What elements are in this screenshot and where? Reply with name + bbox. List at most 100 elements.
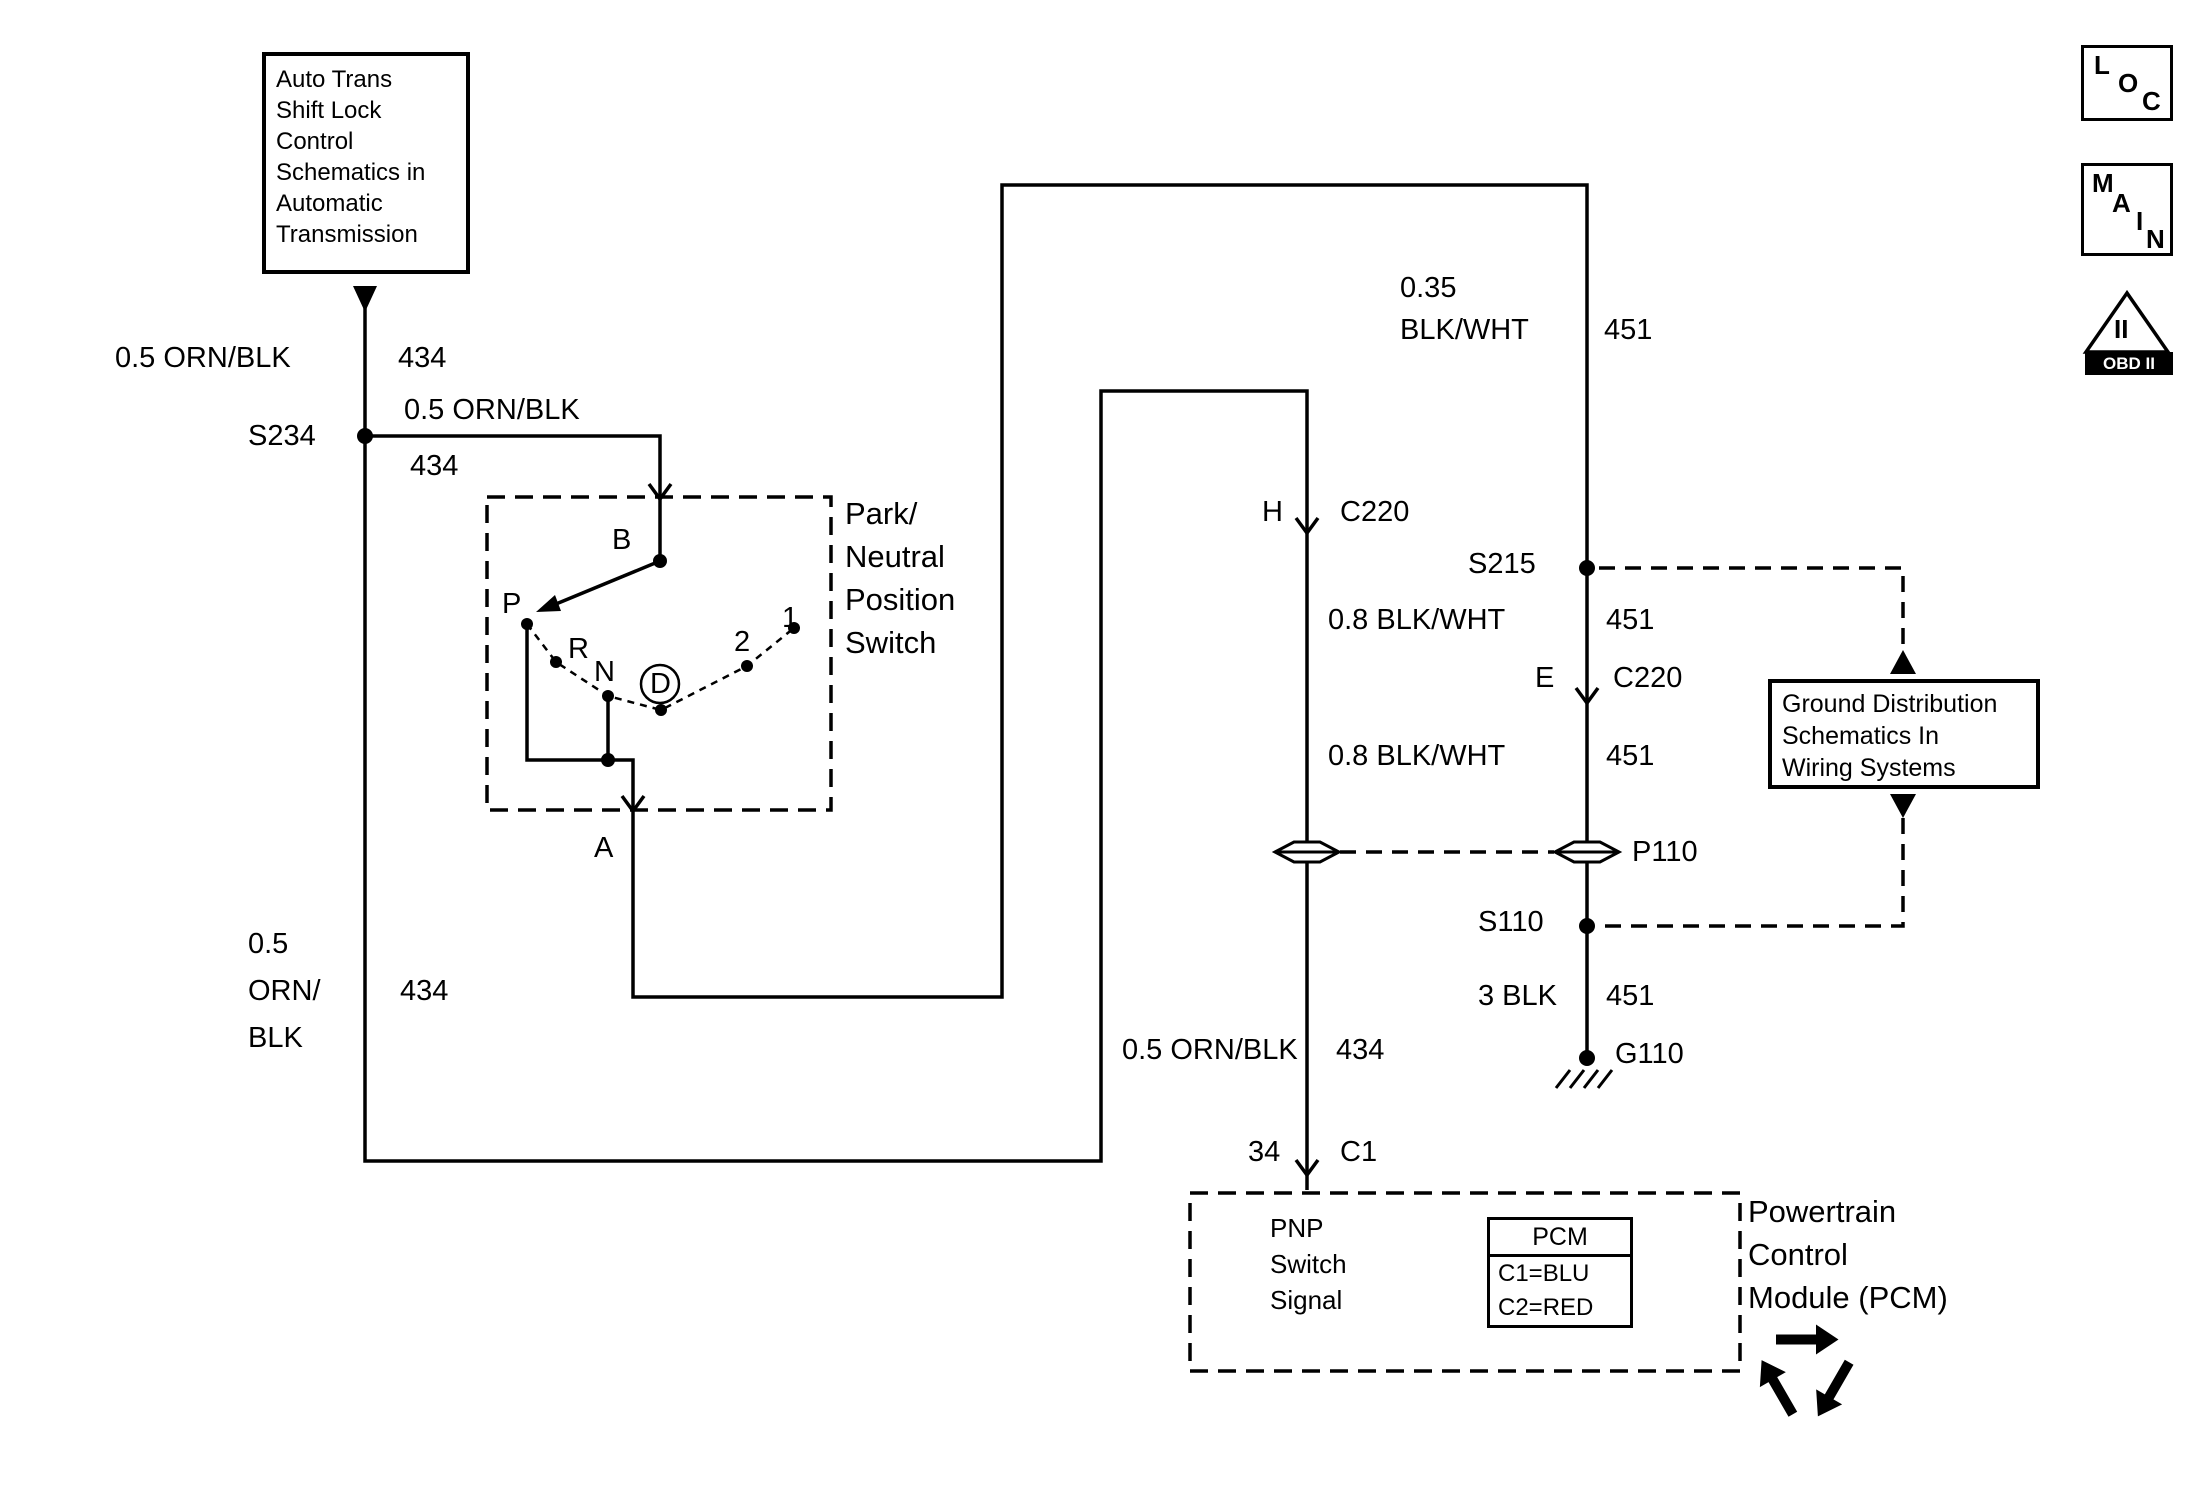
wire-circuit-ground-top: 451 bbox=[1604, 314, 1653, 346]
contact-dot-d bbox=[655, 704, 667, 716]
ground-symbol-g110 bbox=[1554, 1069, 1614, 1089]
chevron-switch-out-a bbox=[620, 794, 646, 814]
wire-spec-ground-top-1: 0.35 bbox=[1400, 272, 1457, 304]
loc-letter: C bbox=[2142, 86, 2161, 116]
switch-position-d: D bbox=[650, 668, 671, 700]
wire-circuit-left-drop: 434 bbox=[400, 975, 449, 1007]
wire-spec-left-drop-1: 0.5 bbox=[248, 928, 289, 960]
switch-junction-dot bbox=[601, 753, 615, 767]
wire-spec-branch: 0.5 ORN/BLK bbox=[404, 394, 580, 426]
splice-label-s234: S234 bbox=[248, 420, 316, 452]
switch-position-r: R bbox=[568, 633, 589, 665]
connector-pin-34: 34 bbox=[1248, 1136, 1281, 1168]
connector-id-c220-e: C220 bbox=[1613, 662, 1683, 694]
main-letter: I bbox=[2136, 206, 2144, 236]
main-letter: M bbox=[2092, 168, 2114, 198]
wire-orn-blk-434-switch-feed bbox=[365, 434, 662, 561]
wire-spec-left-drop-3: BLK bbox=[248, 1022, 303, 1054]
ref-line: Control bbox=[276, 128, 354, 155]
wire-circuit-ground-mid1: 451 bbox=[1606, 604, 1655, 636]
connector-id-c220-h: C220 bbox=[1340, 496, 1410, 528]
pnp-switch-title: Park/ Neutral Position Switch bbox=[845, 492, 955, 664]
wire-spec-ground-bottom: 3 BLK bbox=[1478, 980, 1557, 1012]
pcm-title-line: Powertrain bbox=[1748, 1194, 1897, 1229]
wire-circuit-shiftlock: 434 bbox=[398, 342, 447, 374]
esd-symbol bbox=[1759, 1324, 1854, 1417]
ref-line: Schematics In bbox=[1782, 722, 1940, 750]
splice-dot-s215 bbox=[1579, 560, 1595, 576]
wire-circuit-pnp-signal: 434 bbox=[1336, 1034, 1385, 1066]
wire-spec-ground-mid2: 0.8 BLK/WHT bbox=[1328, 740, 1506, 772]
wire-circuit-branch: 434 bbox=[410, 450, 459, 482]
chevron-c220-e bbox=[1574, 686, 1600, 706]
pcm-legend-header: PCM bbox=[1490, 1220, 1630, 1257]
wire-circuit-ground-mid2: 451 bbox=[1606, 740, 1655, 772]
ground-dot-g110 bbox=[1579, 1050, 1595, 1066]
selected-position-ring bbox=[639, 663, 681, 705]
ref-line: Ground Distribution bbox=[1782, 690, 1998, 718]
ref-line: Transmission bbox=[276, 221, 418, 248]
loc-letter: L bbox=[2094, 50, 2110, 80]
contact-dot-n bbox=[602, 690, 614, 702]
pnp-switch-title-line: Park/ bbox=[845, 496, 918, 531]
main-tab: M A I N bbox=[2081, 163, 2173, 256]
contact-dot-b bbox=[653, 554, 667, 568]
dash-ground-dist-to-s110 bbox=[1599, 818, 1905, 928]
wire-spec-ground-mid1: 0.8 BLK/WHT bbox=[1328, 604, 1506, 636]
splice-dot-s234 bbox=[357, 428, 373, 444]
switch-common-label-b: B bbox=[612, 524, 632, 556]
arrow-to-ground-dist bbox=[1890, 650, 1916, 674]
pnp-switch-title-line: Neutral bbox=[845, 539, 945, 574]
ref-line: Automatic bbox=[276, 190, 383, 217]
esd-arrow-2 bbox=[1816, 1359, 1854, 1417]
wire-switch-wiper bbox=[555, 559, 661, 606]
ref-line: Wiring Systems bbox=[1782, 754, 1956, 782]
pcm-legend-row: C2=RED bbox=[1498, 1294, 1594, 1321]
wire-spec-shiftlock: 0.5 ORN/BLK bbox=[115, 342, 291, 374]
contact-dot-r bbox=[550, 656, 562, 668]
ref-box-ground-distribution: Ground Distribution Schematics In Wiring… bbox=[1768, 679, 2040, 789]
chevron-switch-in bbox=[647, 482, 673, 502]
pcm-connector-legend: PCM C1=BLU C2=RED bbox=[1487, 1217, 1633, 1328]
pcm-signal-label: PNP Switch Signal bbox=[1270, 1210, 1347, 1318]
pnp-switch-title-line: Position bbox=[845, 582, 956, 617]
ground-label-g110: G110 bbox=[1615, 1038, 1684, 1070]
loc-letter: O bbox=[2118, 68, 2139, 98]
chevron-c220-h bbox=[1294, 516, 1320, 536]
pcm-signal-line: PNP bbox=[1270, 1213, 1324, 1243]
splice-label-s110: S110 bbox=[1478, 906, 1544, 938]
arrow-from-ground-dist bbox=[1890, 794, 1916, 818]
esd-arrow-3 bbox=[1759, 1360, 1798, 1417]
switch-position-n: N bbox=[594, 656, 615, 688]
wire-spec-ground-top-2: BLK/WHT bbox=[1400, 314, 1529, 346]
pcm-signal-line: Switch bbox=[1270, 1249, 1347, 1279]
switch-position-1: 1 bbox=[782, 602, 799, 634]
switch-terminal-a: A bbox=[594, 832, 614, 864]
obd-triangle-label: II bbox=[2114, 314, 2129, 344]
grommet-label-p110: P110 bbox=[1632, 836, 1698, 868]
pcm-title: Powertrain Control Module (PCM) bbox=[1748, 1190, 1948, 1319]
switch-position-2: 2 bbox=[734, 626, 751, 658]
main-letter: N bbox=[2146, 224, 2165, 254]
connector-pin-h: H bbox=[1262, 496, 1283, 528]
ref-box-auto-trans-shift-lock: Auto Trans Shift Lock Control Schematics… bbox=[262, 52, 470, 274]
wire-spec-pnp-signal: 0.5 ORN/BLK bbox=[1122, 1034, 1298, 1066]
chevron-pcm-pin34 bbox=[1294, 1158, 1320, 1178]
wire-circuit-ground-bottom: 451 bbox=[1606, 980, 1655, 1012]
contact-dot-1 bbox=[788, 622, 800, 634]
wire-spec-left-drop-2: ORN/ bbox=[248, 975, 321, 1007]
wire-blk-wht-451-ground-run bbox=[525, 183, 1589, 1058]
connector-pin-e: E bbox=[1535, 662, 1555, 694]
pnp-switch-title-line: Switch bbox=[845, 625, 937, 660]
arrow-wiper-tip bbox=[536, 595, 561, 612]
ref-line: Shift Lock bbox=[276, 97, 382, 124]
ref-line: Auto Trans bbox=[276, 66, 393, 93]
arrow-from-shiftlock-ref bbox=[353, 286, 377, 312]
pcm-title-line: Control bbox=[1748, 1237, 1848, 1272]
splice-label-s215: S215 bbox=[1468, 548, 1536, 580]
contact-dot-p bbox=[521, 618, 533, 630]
splice-dot-s110 bbox=[1579, 918, 1595, 934]
esd-arrow-1 bbox=[1776, 1324, 1839, 1355]
